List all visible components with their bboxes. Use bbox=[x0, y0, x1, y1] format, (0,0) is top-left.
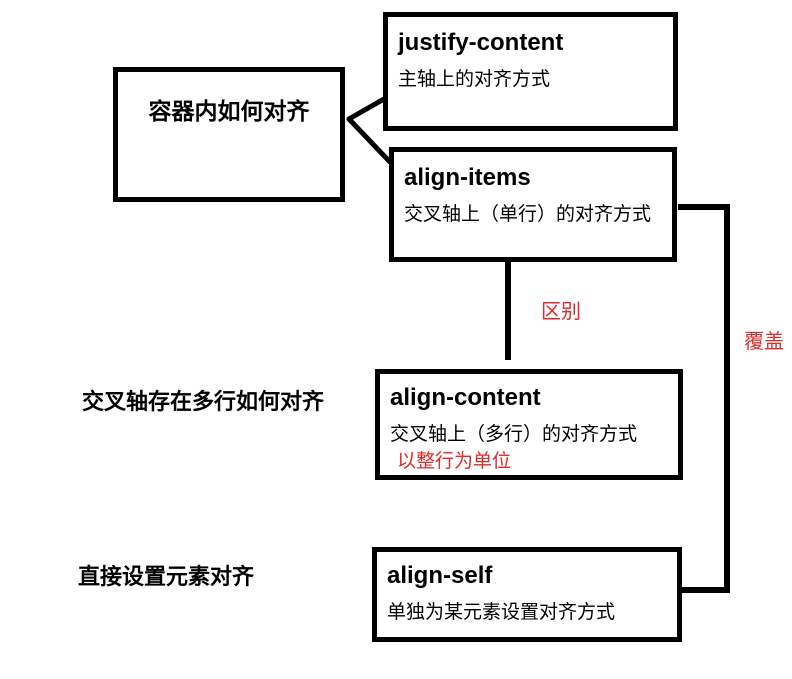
node-title: align-content bbox=[390, 384, 541, 411]
edge-label-override: 覆盖 bbox=[744, 331, 784, 353]
node-description: 单独为某元素设置对齐方式 bbox=[387, 602, 616, 623]
node-align-items: align-items 交叉轴上（单行）的对齐方式 bbox=[389, 147, 677, 262]
node-title: align-items bbox=[404, 164, 531, 191]
node-red-note: 以整行为单位 bbox=[397, 450, 512, 472]
side-label-cross-axis-multiline: 交叉轴存在多行如何对齐 bbox=[82, 389, 325, 414]
side-label-direct-element-align: 直接设置元素对齐 bbox=[78, 564, 255, 589]
node-description: 交叉轴上（单行）的对齐方式 bbox=[404, 204, 652, 225]
edge-label-difference: 区别 bbox=[541, 301, 581, 323]
connector-align-items-to-align-self bbox=[678, 204, 730, 593]
connector-container-to-align-items bbox=[346, 116, 393, 165]
node-description: 主轴上的对齐方式 bbox=[398, 69, 551, 90]
node-title: justify-content bbox=[398, 29, 564, 56]
node-align-self: align-self 单独为某元素设置对齐方式 bbox=[372, 547, 682, 642]
node-justify-content: justify-content 主轴上的对齐方式 bbox=[383, 12, 678, 131]
node-title: align-self bbox=[387, 562, 493, 589]
node-title: 容器内如何对齐 bbox=[148, 98, 310, 124]
node-align-content: align-content 交叉轴上（多行）的对齐方式 以整行为单位 bbox=[375, 369, 683, 480]
node-container-alignment: 容器内如何对齐 bbox=[113, 67, 345, 202]
node-description: 交叉轴上（多行）的对齐方式 bbox=[390, 424, 638, 445]
